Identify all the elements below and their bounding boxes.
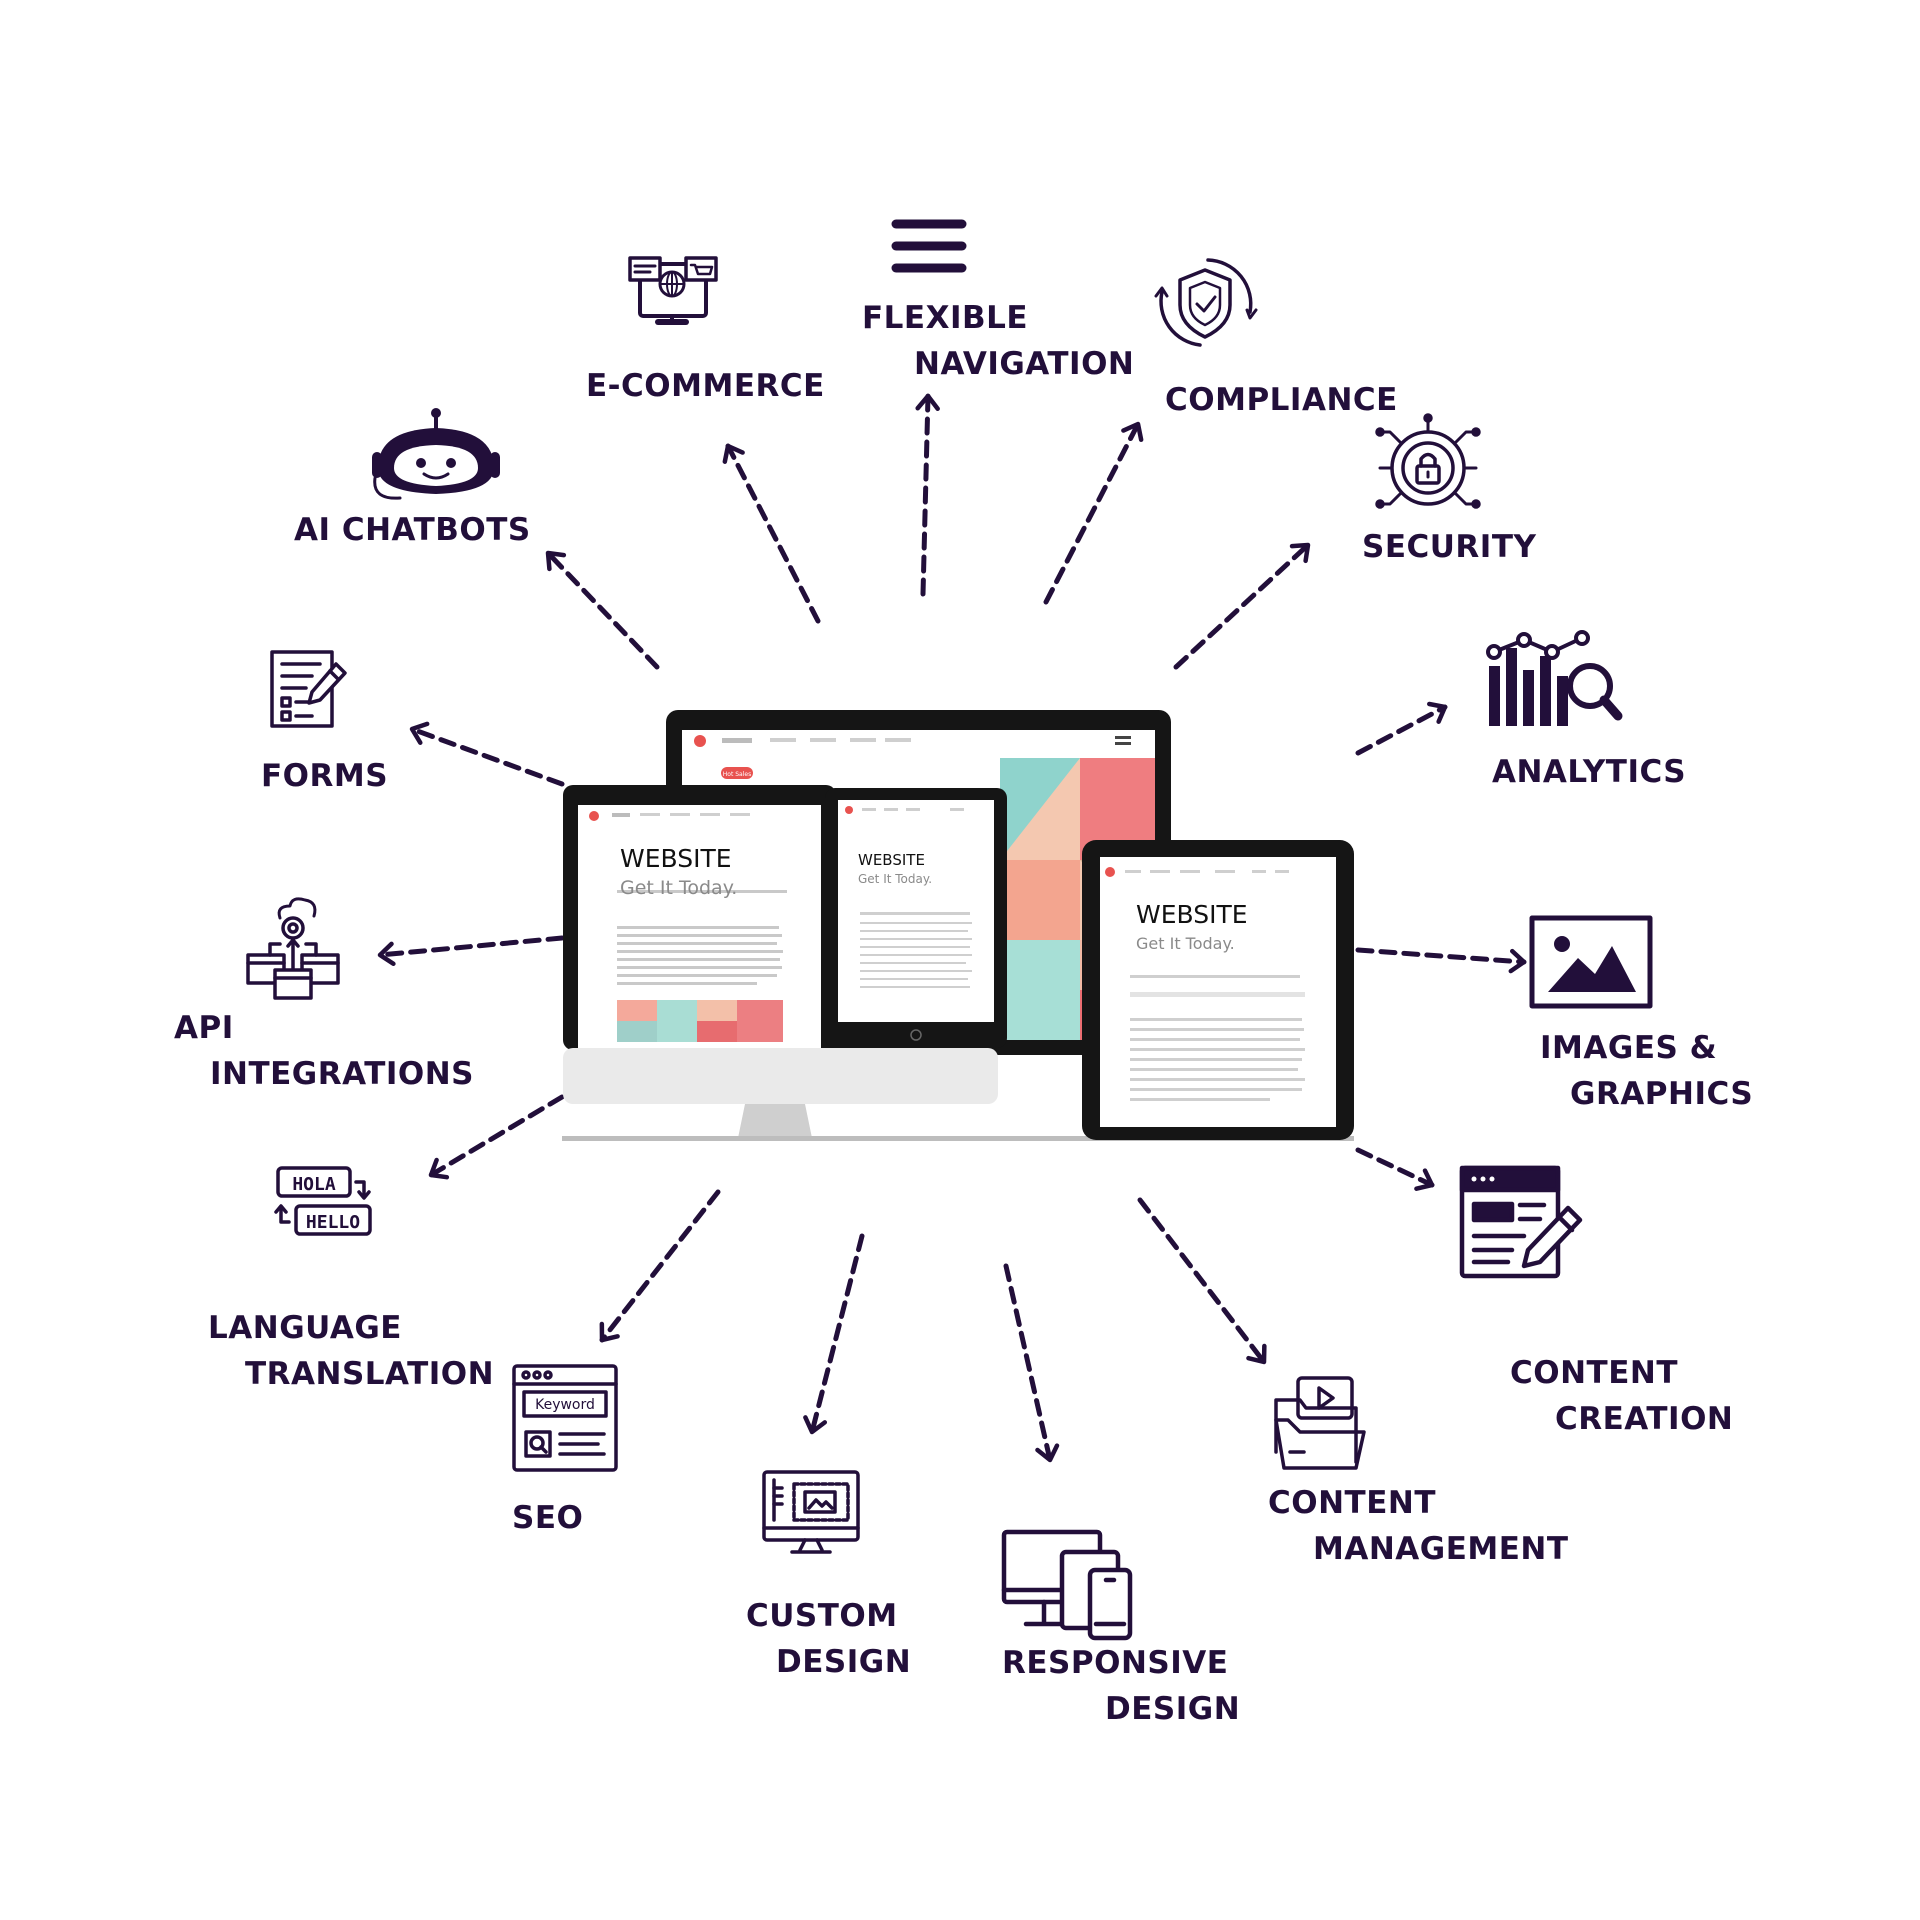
arrow-images-graphics <box>1355 947 1527 974</box>
arrow-forms <box>409 721 565 787</box>
label-compliance: COMPLIANCE <box>1165 382 1398 418</box>
arrow-compliance <box>1043 421 1144 605</box>
compliance-shield-icon <box>1154 258 1258 347</box>
label-images-graphics: IMAGES & GRAPHICS <box>1540 1025 1753 1117</box>
tablet-middle-title: WEBSITE <box>858 851 925 869</box>
label-e-commerce: E-COMMERCE <box>586 368 825 404</box>
label-language-translation-line-1: LANGUAGE <box>208 1310 402 1346</box>
label-flexible-navigation-line-1: FLEXIBLE <box>862 300 1029 336</box>
label-security: SECURITY <box>1362 529 1537 565</box>
label-content-management-line-2: MANAGEMENT <box>1313 1531 1569 1567</box>
arrow-flexible-navigation <box>915 393 940 597</box>
hot-sales-badge <box>721 767 753 779</box>
content-creation-icon <box>1459 1165 1583 1279</box>
label-responsive-design-line-1: RESPONSIVE <box>1002 1645 1229 1681</box>
translation-hola-text: HOLA <box>292 1174 336 1195</box>
label-seo: SEO <box>512 1500 584 1536</box>
custom-design-icon <box>762 1470 860 1554</box>
label-analytics: ANALYTICS <box>1492 754 1687 790</box>
label-api-integrations-line-1: API <box>174 1010 234 1046</box>
arrow-content-management <box>1137 1197 1267 1365</box>
analytics-icon <box>1486 630 1623 726</box>
arrow-ai-chatbots <box>545 550 660 670</box>
forms-icon <box>270 650 347 728</box>
arrow-language-translation <box>428 1094 565 1180</box>
label-custom-design: CUSTOM DESIGN <box>746 1593 911 1685</box>
label-content-creation: CONTENT CREATION <box>1510 1350 1733 1442</box>
label-content-creation-line-2: CREATION <box>1555 1401 1734 1437</box>
language-translation-icon <box>274 1166 372 1236</box>
api-integrations-icon <box>246 897 340 1000</box>
monitor-front-stand <box>738 1104 812 1138</box>
label-content-creation-line-1: CONTENT <box>1510 1355 1678 1391</box>
monitor-front-chin <box>563 1048 998 1104</box>
seo-keyword-text: Keyword <box>535 1397 595 1413</box>
arrow-content-creation <box>1355 1147 1435 1191</box>
arrow-security <box>1173 542 1311 670</box>
monitor-front-patchwork <box>617 1000 783 1042</box>
arrow-seo <box>599 1189 721 1343</box>
hot-sales-badge-text: Hot Sales <box>723 771 751 778</box>
content-management-icon <box>1274 1376 1366 1470</box>
monitor-front-title: WEBSITE <box>620 844 732 873</box>
device-mockup <box>562 710 1354 1141</box>
label-images-graphics-line-1: IMAGES & <box>1540 1030 1718 1066</box>
tablet-middle-subtitle: Get It Today. <box>858 872 933 886</box>
label-language-translation: LANGUAGE TRANSLATION <box>208 1305 494 1397</box>
arrow-e-commerce <box>722 443 821 624</box>
label-custom-design-line-2: DESIGN <box>776 1644 912 1680</box>
label-responsive-design-line-2: DESIGN <box>1105 1691 1241 1727</box>
label-ai-chatbots: AI CHATBOTS <box>294 512 531 548</box>
label-content-management: CONTENT MANAGEMENT <box>1268 1480 1569 1572</box>
seo-icon <box>512 1364 618 1472</box>
tablet-middle-screen <box>838 800 994 1022</box>
label-responsive-design: RESPONSIVE DESIGN <box>1002 1640 1240 1732</box>
monitor-front-subtitle: Get It Today. <box>620 877 738 899</box>
translation-hello-text: HELLO <box>306 1212 360 1233</box>
monitor-front-text-lines <box>617 890 787 985</box>
arrow-responsive-design <box>1003 1263 1060 1463</box>
label-api-integrations: API INTEGRATIONS <box>174 1005 474 1097</box>
ai-chatbot-icon <box>372 408 500 500</box>
label-content-management-line-1: CONTENT <box>1268 1485 1436 1521</box>
responsive-design-icon <box>1001 1529 1133 1641</box>
label-images-graphics-line-2: GRAPHICS <box>1570 1076 1754 1112</box>
hamburger-menu-icon <box>891 219 967 273</box>
label-flexible-navigation-line-2: NAVIGATION <box>914 346 1135 382</box>
label-language-translation-line-2: TRANSLATION <box>245 1356 495 1392</box>
tablet-right-title: WEBSITE <box>1136 900 1248 929</box>
label-forms: FORMS <box>261 758 389 794</box>
ecommerce-icon <box>628 256 718 325</box>
arrow-analytics <box>1355 701 1448 756</box>
arrows <box>377 393 1527 1463</box>
image-graphics-icon <box>1529 915 1653 1009</box>
label-flexible-navigation: FLEXIBLE NAVIGATION <box>862 295 1134 387</box>
tablet-right-subtitle: Get It Today. <box>1136 934 1235 953</box>
arrow-api-integrations <box>377 935 565 967</box>
label-api-integrations-line-2: INTEGRATIONS <box>210 1056 475 1092</box>
security-lock-icon <box>1375 413 1481 509</box>
label-custom-design-line-1: CUSTOM <box>746 1598 898 1634</box>
arrow-custom-design <box>803 1233 865 1435</box>
